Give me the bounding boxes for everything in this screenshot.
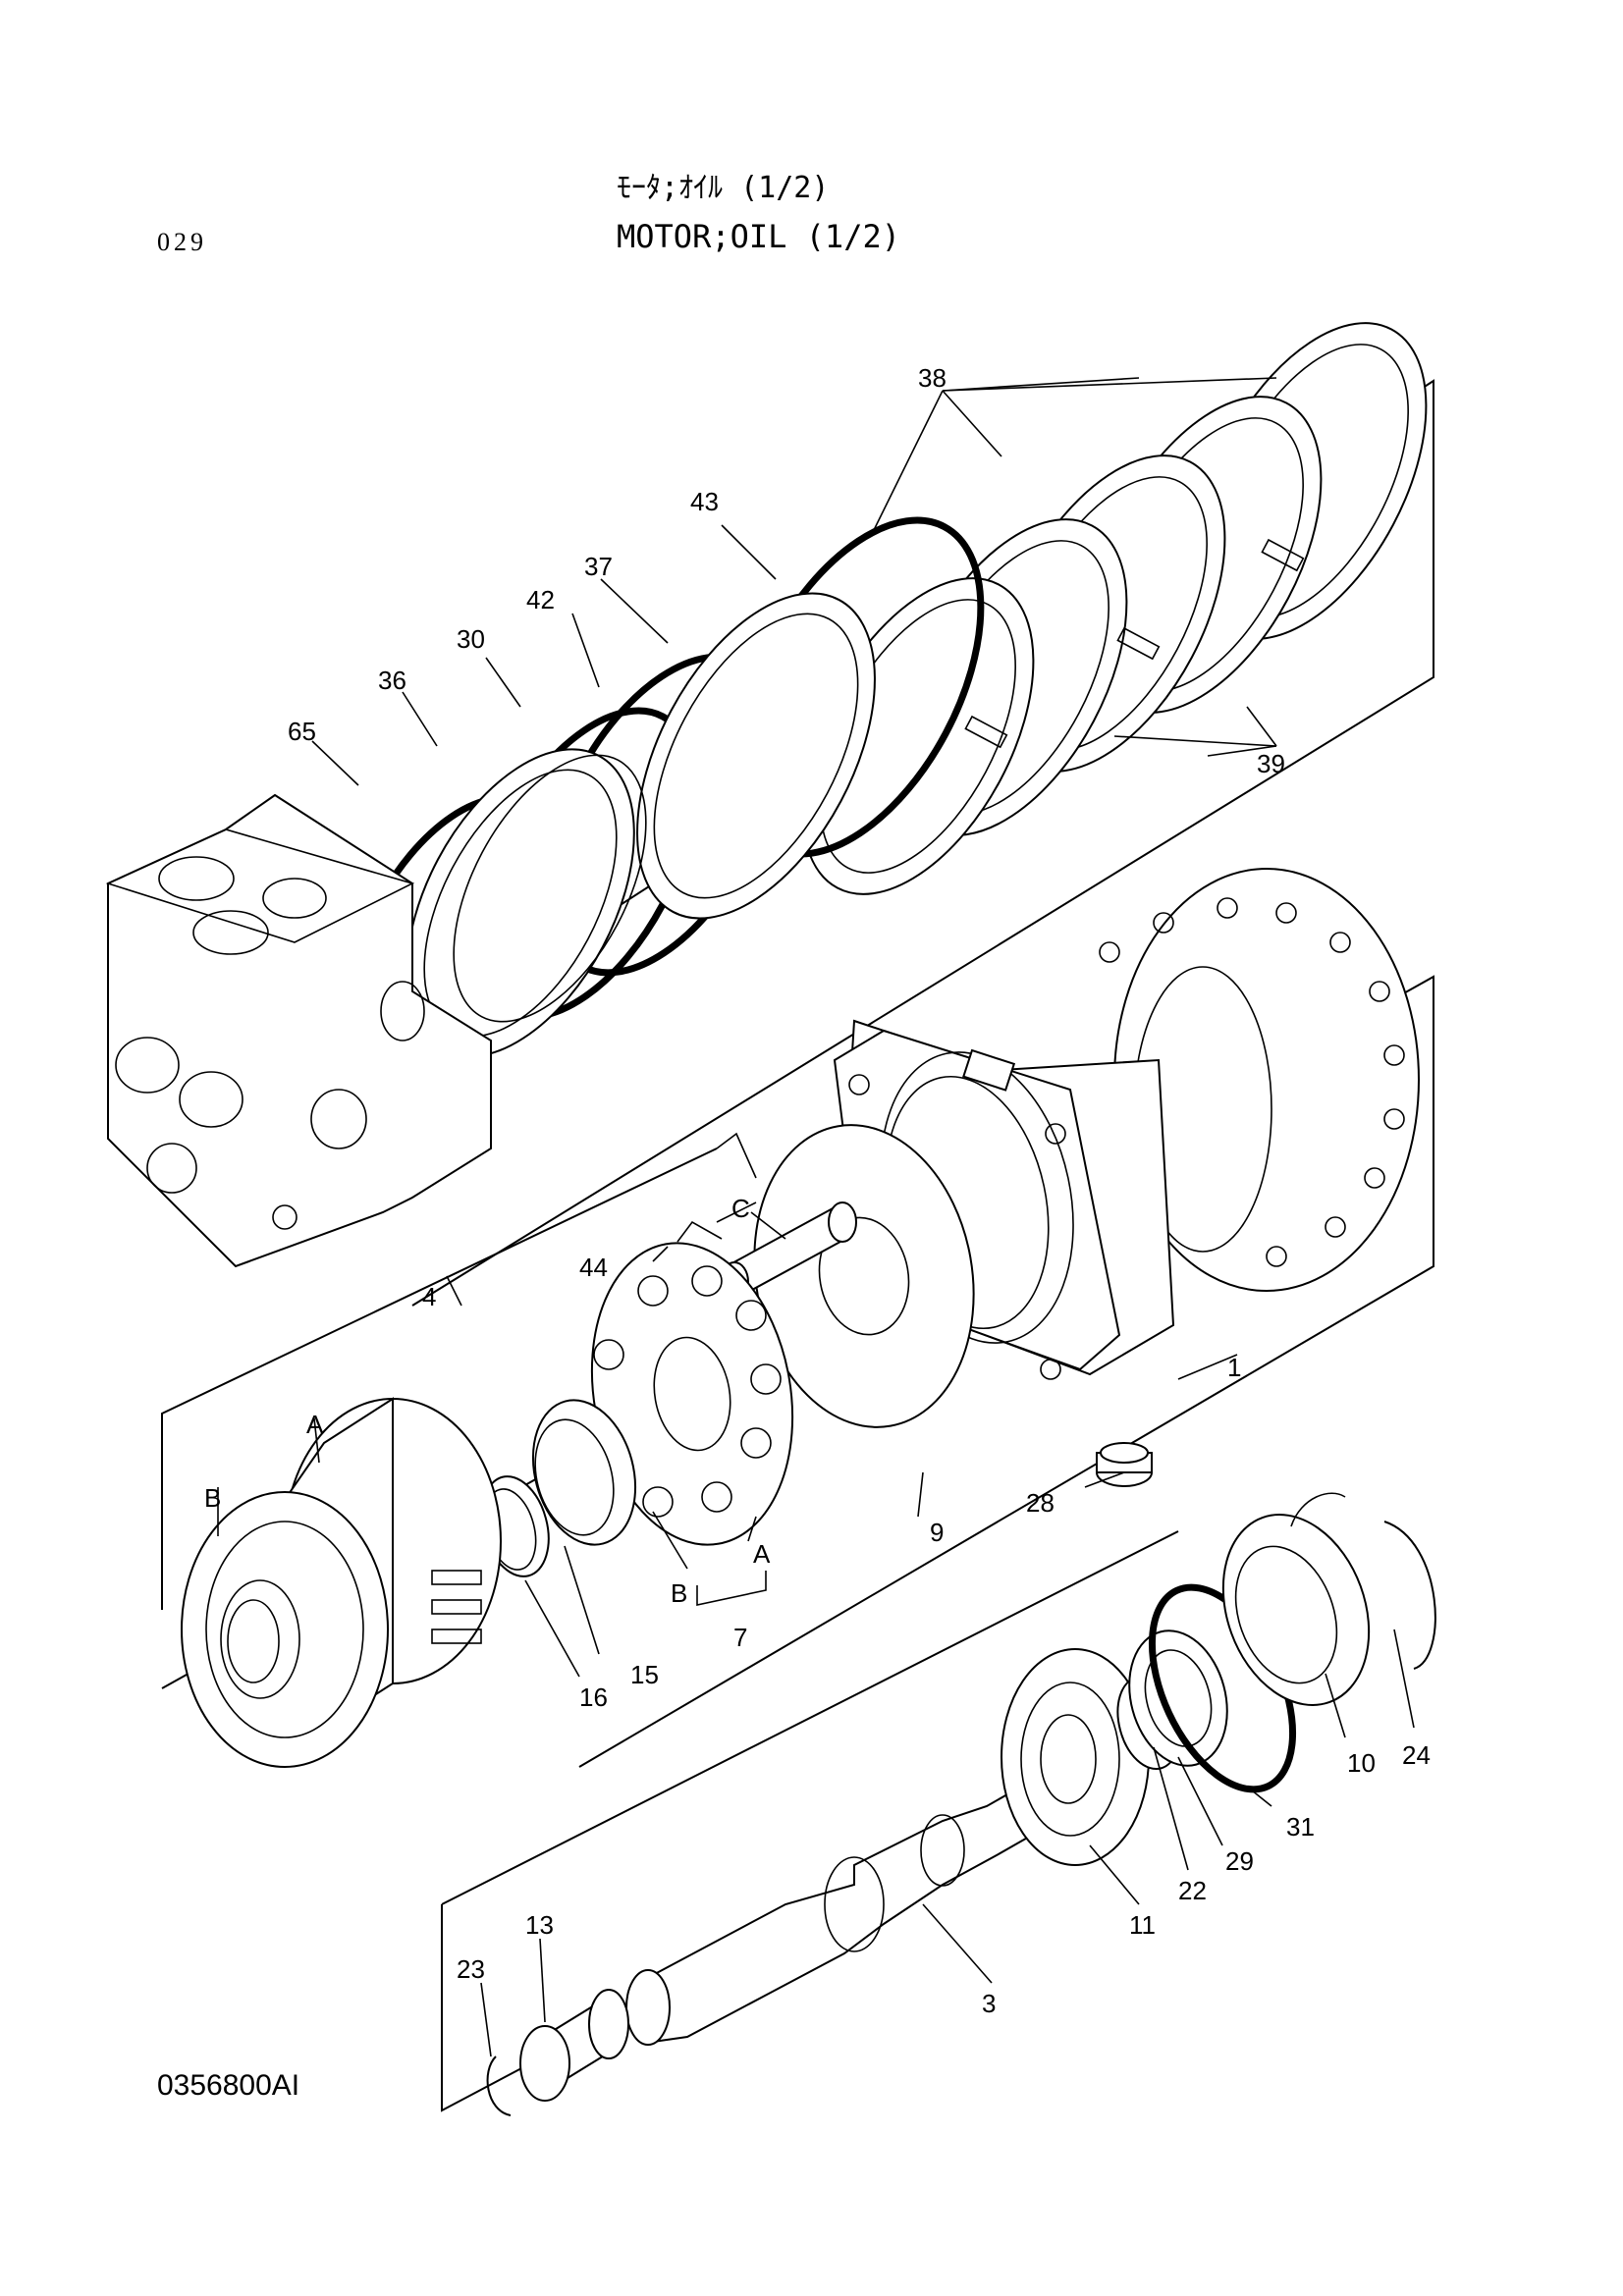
callout-A-top: A [306, 1410, 324, 1439]
callout-B-left: B [204, 1483, 221, 1513]
brake-piston [406, 592, 876, 1058]
diagram-title-japanese: ﾓｰﾀ;ｵｲﾙ (1/2) [617, 171, 830, 205]
callout-38: 38 [918, 363, 947, 393]
callout-30: 30 [457, 624, 485, 654]
callout-29: 29 [1225, 1846, 1254, 1876]
seal-ring-set [1116, 1492, 1436, 1793]
callout-4: 4 [422, 1282, 436, 1311]
callout-37: 37 [584, 552, 613, 581]
callout-43: 43 [690, 487, 719, 516]
callout-1: 1 [1227, 1353, 1241, 1382]
callout-labels: 38 43 37 42 30 36 65 39 C 44 4 A B 1 28 … [204, 363, 1431, 2018]
cylinder-block [181, 1397, 502, 1768]
callout-44: 44 [579, 1253, 608, 1282]
callout-28: 28 [1026, 1488, 1055, 1518]
callout-36: 36 [378, 666, 406, 695]
friction-plate-stack [801, 322, 1428, 895]
page-number: 029 [157, 228, 207, 256]
leader-lines [217, 377, 1415, 2057]
drive-shaft [625, 1785, 1033, 2046]
callout-22: 22 [1178, 1876, 1207, 1905]
callout-24: 24 [1402, 1740, 1431, 1770]
callout-39: 39 [1257, 749, 1285, 778]
callout-23: 23 [457, 1954, 485, 1984]
callout-C: C [731, 1194, 750, 1223]
callout-13: 13 [525, 1910, 554, 1940]
callout-9: 9 [930, 1518, 944, 1547]
callout-31: 31 [1286, 1812, 1315, 1842]
callout-B-plate: B [671, 1578, 687, 1608]
retainer-plate [590, 1242, 794, 1546]
callout-65: 65 [288, 717, 316, 746]
roller-bearing [1001, 1648, 1150, 1866]
diagram-title-english: MOTOR;OIL (1/2) [617, 218, 900, 255]
callout-15: 15 [630, 1660, 659, 1689]
callout-16: 16 [579, 1682, 608, 1712]
shaft-bushing [486, 1989, 629, 2116]
callout-3: 3 [982, 1989, 996, 2018]
callout-11: 11 [1129, 1910, 1156, 1940]
callout-10: 10 [1347, 1748, 1376, 1778]
drawing-number: 0356800AI [157, 2069, 300, 2102]
callout-A-plate: A [753, 1539, 771, 1569]
valve-block [105, 793, 492, 1268]
swash-plate [753, 1124, 975, 1428]
callout-7: 7 [733, 1623, 747, 1652]
callout-42: 42 [526, 585, 555, 614]
motor-housing [833, 868, 1420, 1380]
